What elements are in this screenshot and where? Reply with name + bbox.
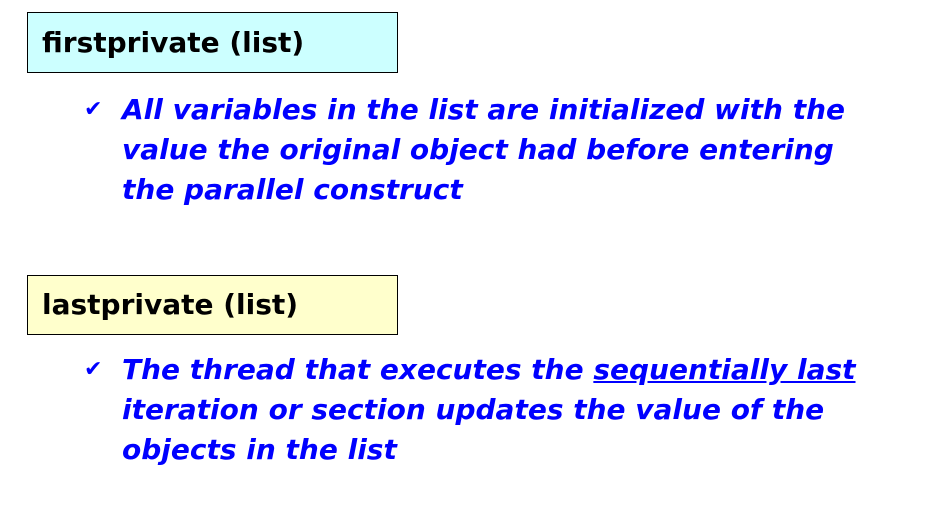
lastprivate-line-1: The thread that executes the sequentiall…	[122, 350, 892, 390]
check-mark-icon: ✔	[84, 97, 103, 122]
firstprivate-line-2: value the original object had before ent…	[122, 133, 834, 166]
lastprivate-line-1-text: The thread that executes the	[122, 353, 594, 386]
sequentially-last-emphasis: sequentially last	[593, 353, 856, 386]
firstprivate-heading: firstprivate (list)	[42, 25, 305, 59]
firstprivate-line-1: All variables in the list are initialize…	[122, 93, 845, 126]
lastprivate-heading-box: lastprivate (list)	[27, 275, 398, 335]
firstprivate-line-3: the parallel construct	[122, 173, 463, 206]
firstprivate-bullet: ✔ All variables in the list are initiali…	[84, 90, 892, 210]
lastprivate-bullet: ✔ The thread that executes the sequentia…	[84, 350, 892, 470]
firstprivate-description: All variables in the list are initialize…	[122, 90, 892, 210]
lastprivate-line-3: objects in the list	[122, 433, 397, 466]
lastprivate-line-2: iteration or section updates the value o…	[122, 393, 825, 426]
lastprivate-heading: lastprivate (list)	[42, 288, 299, 321]
lastprivate-description: The thread that executes the sequentiall…	[122, 350, 892, 470]
firstprivate-heading-box: firstprivate (list)	[27, 12, 398, 73]
check-mark-icon: ✔	[84, 357, 103, 382]
